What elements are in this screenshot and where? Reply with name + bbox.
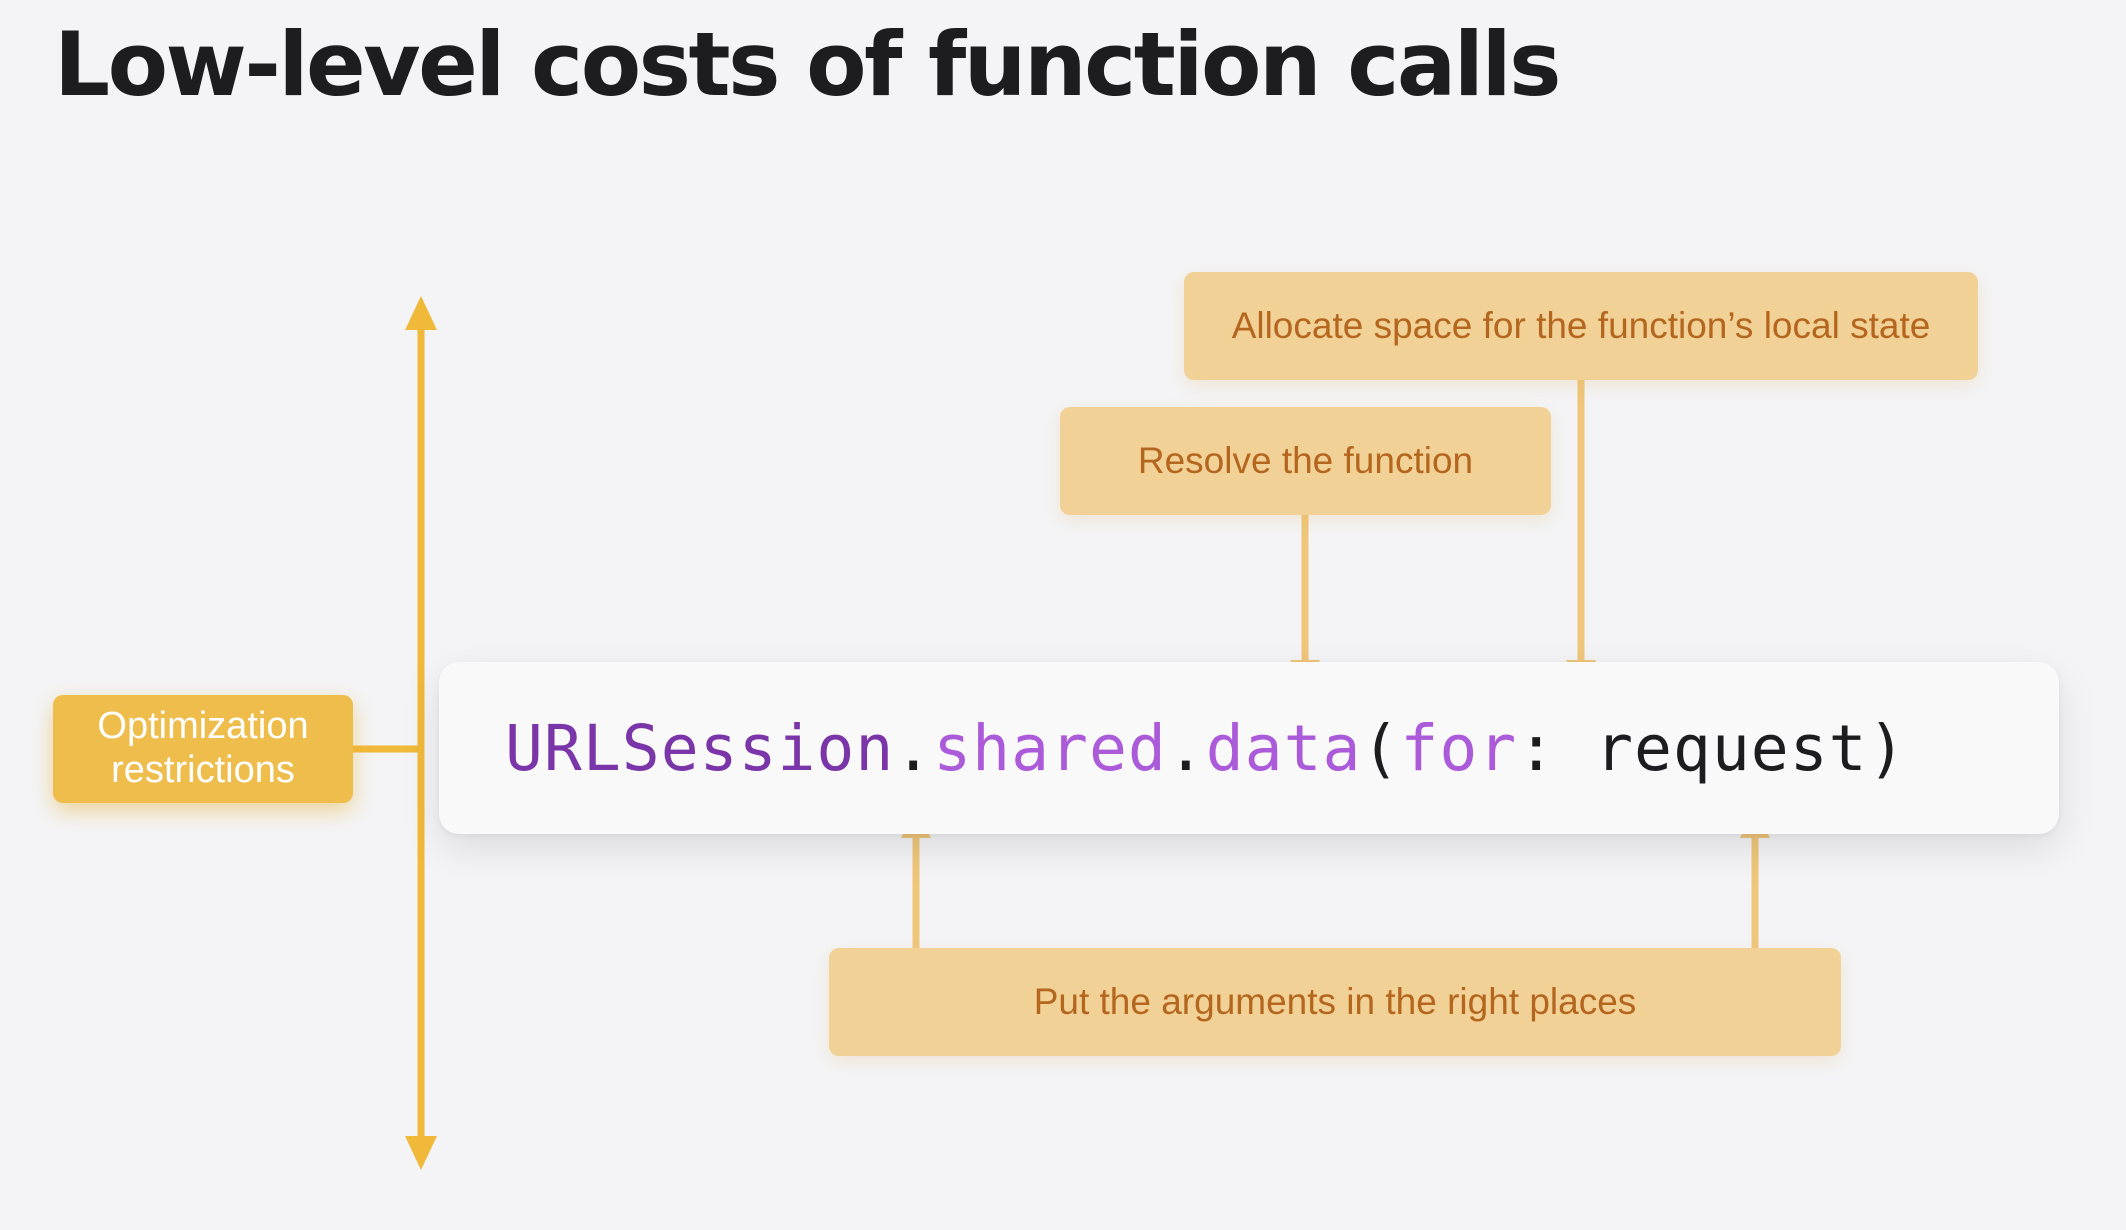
arguments-label: Put the arguments in the right places bbox=[829, 948, 1841, 1056]
optimization-restrictions-label: Optimization restrictions bbox=[53, 695, 353, 803]
optimization-label-line1: Optimization bbox=[97, 705, 309, 748]
allocate-label: Allocate space for the function’s local … bbox=[1184, 272, 1978, 380]
optimization-label-line2: restrictions bbox=[111, 749, 295, 791]
code-close-paren: ) bbox=[1867, 711, 1907, 785]
code-open-paren: ( bbox=[1361, 711, 1401, 785]
code-dot-1: . bbox=[894, 711, 934, 785]
code-card: URLSession.shared.data(for: request) bbox=[439, 662, 2059, 834]
code-argument-label: for bbox=[1400, 711, 1518, 785]
code-colon: : bbox=[1517, 711, 1557, 785]
slide-title: Low-level costs of function calls bbox=[54, 13, 1561, 116]
allocate-label-text: Allocate space for the function’s local … bbox=[1231, 305, 1931, 346]
code-line: URLSession.shared.data(for: request) bbox=[505, 712, 1907, 785]
code-dot-2: . bbox=[1166, 711, 1206, 785]
resolve-label-text: Resolve the function bbox=[1137, 440, 1474, 481]
code-argument-value: request bbox=[1595, 711, 1868, 785]
code-method-data: data bbox=[1205, 711, 1362, 785]
resolve-label: Resolve the function bbox=[1060, 407, 1551, 515]
arguments-label-text: Put the arguments in the right places bbox=[1033, 981, 1637, 1022]
optimization-axis-arrow bbox=[405, 296, 437, 1170]
code-type-name: URLSession bbox=[505, 711, 895, 785]
code-member-shared: shared bbox=[933, 711, 1167, 785]
allocate-arrow bbox=[1566, 380, 1596, 690]
